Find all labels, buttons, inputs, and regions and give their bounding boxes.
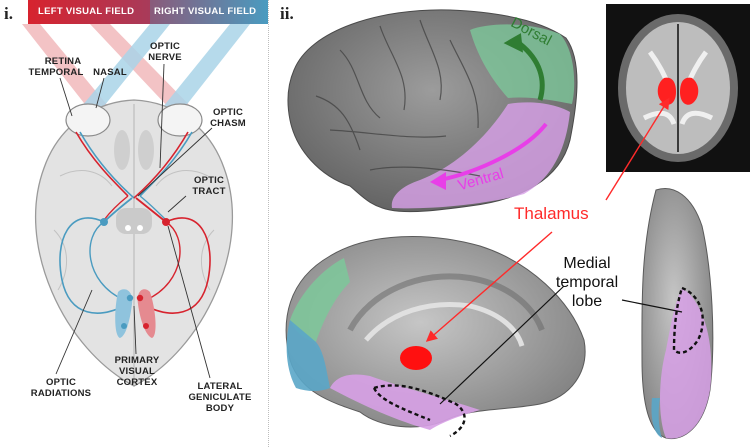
- left-eye: [65, 103, 111, 137]
- leader-lines: [55, 63, 213, 379]
- ventral-brain-view: [641, 188, 714, 440]
- optic-chasm-label-line1: OPTIC: [212, 107, 244, 118]
- lateral-geniculate-body-label-line3: BODY: [205, 403, 235, 414]
- optic-nerve-label-line1: OPTIC: [149, 41, 181, 52]
- visual-pathway-diagram: [22, 24, 250, 387]
- mtl-pointer-ventral: [621, 299, 683, 313]
- thalamus-pointer-mri: [605, 97, 670, 201]
- temporal-label: TEMPORAL: [28, 67, 84, 78]
- optic-radiations-label-line1: OPTIC: [45, 377, 77, 388]
- dorsal-region: [470, 24, 575, 104]
- ventral-view-ventral-region: [660, 288, 712, 439]
- visual-cortex-right: [137, 289, 156, 338]
- radiation-left: [59, 217, 125, 314]
- primary-visual-cortex-label-line2: VISUAL: [118, 366, 156, 377]
- ventral-arrow: [439, 122, 548, 182]
- medial-temporal-lobe-label-line1: Medial: [563, 255, 611, 272]
- right-field-cone-right-eye: [154, 24, 250, 126]
- axial-mri-view: [606, 4, 750, 172]
- thalamus-pointer-medial: [425, 231, 553, 342]
- optic-tract-label-line2: TRACT: [192, 186, 226, 197]
- dorsal-arrow: [518, 42, 545, 101]
- retina-label: RETINA: [44, 56, 82, 67]
- panel-divider: [268, 0, 270, 447]
- mtl-pointer-medial: [439, 285, 565, 405]
- primary-visual-cortex-label-line3: CORTEX: [116, 377, 158, 388]
- medial-occipital-region: [286, 320, 330, 391]
- olfactory-right: [138, 130, 154, 170]
- right-eye: [157, 103, 203, 137]
- optic-tract-label-line1: OPTIC: [193, 175, 225, 186]
- optic-chasm-label-line2: CHASM: [210, 118, 246, 129]
- mri-thalamus-right: [680, 77, 699, 105]
- medial-temporal-lobe-outline: [372, 384, 466, 438]
- radiation-right: [145, 217, 211, 314]
- lateral-geniculate-body-label-line2: GENICULATE: [188, 392, 252, 403]
- medial-brain-view: [285, 236, 586, 438]
- medial-thalamus: [400, 346, 432, 370]
- medial-dorsal-region: [290, 258, 350, 342]
- medial-temporal-lobe-label-line2: temporal: [555, 274, 619, 291]
- ventral-mtl-outline: [672, 286, 704, 354]
- olfactory-left: [114, 130, 130, 170]
- medial-temporal-lobe-label-line3: lobe: [571, 293, 603, 310]
- right-visual-field-banner: RIGHT VISUAL FIELD: [150, 0, 268, 24]
- thalamus-label: Thalamus: [514, 204, 589, 223]
- visual-cortex-left: [115, 289, 133, 338]
- brainstem: [116, 208, 152, 234]
- lateral-brain-view: [287, 9, 578, 213]
- panel-ii-numeral: ii.: [280, 4, 294, 23]
- lateral-geniculate-body-label-line1: LATERAL: [197, 381, 243, 392]
- panel-i-visual-pathway: i. LEFT VISUAL FIELD RIGHT VISUAL FIELD …: [0, 0, 268, 447]
- optic-nerve-label-line2: NERVE: [148, 52, 182, 63]
- primary-visual-cortex-label-line1: PRIMARY: [114, 355, 160, 366]
- panel-ii-brain-views: ii. Dorsal Ventral Thalamus Medial tempo…: [270, 0, 754, 447]
- optic-radiations-label-line2: RADIATIONS: [30, 388, 92, 399]
- panel-i-numeral: i.: [4, 4, 13, 23]
- right-field-cone-left-eye: [72, 24, 170, 126]
- brain-views-diagram: [285, 4, 750, 440]
- medial-ventral-region: [330, 374, 480, 430]
- left-visual-field-banner: LEFT VISUAL FIELD: [28, 0, 150, 24]
- nasal-label: NASAL: [93, 67, 127, 78]
